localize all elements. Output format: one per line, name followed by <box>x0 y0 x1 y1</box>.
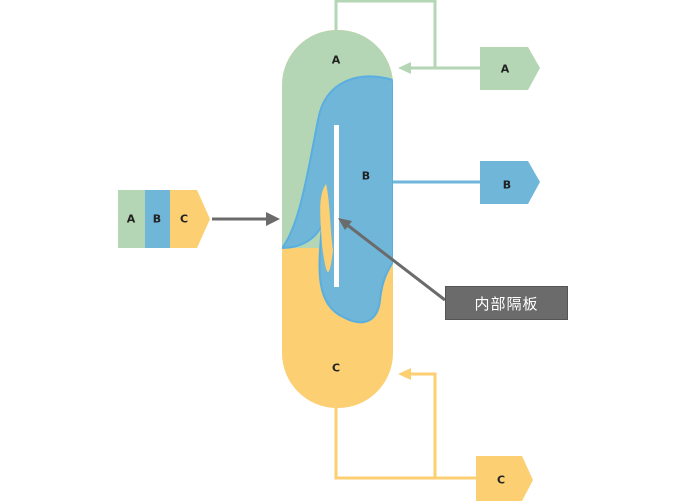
internal-wall-callout-label: 内部隔板 <box>445 286 568 320</box>
bottom-reboil-line <box>334 372 478 480</box>
top-reflux-arrowhead <box>398 62 411 74</box>
feed-arrowhead <box>266 212 280 226</box>
zone-label-c: C <box>332 362 340 375</box>
feed-tag: A B C <box>118 190 210 248</box>
product-label-c: C <box>497 474 505 487</box>
product-tag-c: C <box>476 456 533 501</box>
product-tag-a: A <box>480 47 540 90</box>
product-label-b: B <box>503 179 511 192</box>
feed-label-a: A <box>127 213 136 226</box>
callout-arrowhead <box>338 218 352 230</box>
bottom-reboil-arrowhead <box>398 368 411 380</box>
product-tag-b: B <box>480 161 540 204</box>
top-reflux-line <box>334 0 480 70</box>
feed-label-c: C <box>180 213 188 226</box>
callout-arrow-line <box>345 222 446 302</box>
feed-label-b: B <box>153 213 161 226</box>
product-label-a: A <box>501 63 510 76</box>
zone-c-tongue <box>320 184 333 272</box>
internal-divider-wall <box>334 125 339 287</box>
zone-label-b: B <box>362 170 370 183</box>
zone-label-a: A <box>332 54 341 67</box>
